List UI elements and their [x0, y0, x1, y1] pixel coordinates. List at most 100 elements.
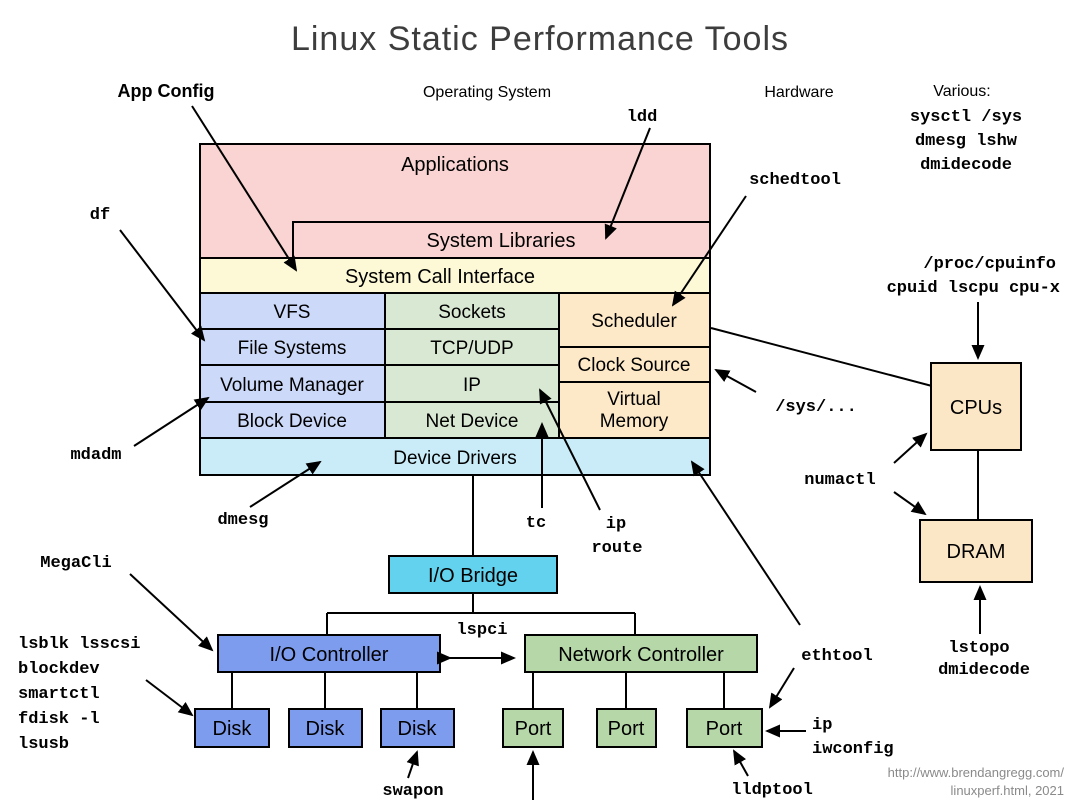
arrow-dmesg-to-device-drivers — [249, 460, 322, 508]
arrow-schedtool-to-scheduler — [671, 195, 747, 307]
label-disk-2: Disk — [306, 718, 346, 740]
tool-label-sys-path: /sys/... — [775, 398, 857, 417]
arrow-ip-route-to-ip — [539, 388, 601, 511]
section-label-app-config: App Config — [118, 81, 215, 101]
disk-box-2 — [288, 708, 363, 748]
labels: Linux Static Performance Tools App Confi… — [18, 20, 1064, 801]
section-label-various: Various: — [933, 83, 991, 100]
connectors — [231, 327, 979, 709]
tool-label-proc-cpuinfo: /proc/cpuinfo — [923, 255, 1056, 274]
tool-label-tc: tc — [526, 514, 546, 533]
arrow-ethtool-to-port-3 — [768, 667, 795, 709]
port-box-2 — [596, 708, 657, 748]
arrow-lldptool-to-port-3 — [733, 749, 749, 777]
arrow-megacli-to-io-controller — [129, 573, 214, 652]
tool-label-dmesg: dmesg — [217, 511, 268, 530]
label-ip: IP — [463, 375, 481, 396]
label-system-libraries: System Libraries — [427, 230, 576, 252]
label-port-3: Port — [706, 718, 743, 740]
arrow-mdadm-to-volume-manager — [133, 396, 210, 447]
label-block-device: Block Device — [237, 411, 347, 432]
arrow-ldd-to-system-libraries — [604, 127, 651, 240]
tool-label-ip-iwconfig-line2: iwconfig — [812, 740, 894, 759]
tool-label-lsusb: lsusb — [18, 735, 69, 754]
label-vfs: VFS — [274, 302, 311, 323]
tool-label-blockdev: blockdev — [18, 660, 100, 679]
tool-label-lsblk-lsscsi: lsblk lsscsi — [18, 635, 140, 654]
tool-label-megacli: MegaCli — [40, 554, 111, 573]
label-dram: DRAM — [947, 541, 1006, 563]
label-scheduler: Scheduler — [591, 311, 677, 332]
label-sockets: Sockets — [438, 302, 506, 323]
arrow-app-config-to-syscall — [191, 105, 298, 272]
volume-manager-box — [199, 364, 386, 403]
virtual-memory-box — [558, 381, 711, 439]
label-net-device: Net Device — [426, 411, 519, 432]
footer-url-line1: http://www.brendangregg.com/ — [888, 765, 1065, 780]
label-port-1: Port — [515, 718, 552, 740]
io-bridge-box — [388, 555, 558, 594]
network-controller-box — [524, 634, 758, 673]
tool-label-lldptool: lldptool — [731, 781, 813, 800]
section-label-hardware: Hardware — [764, 84, 833, 101]
tool-label-numactl: numactl — [804, 471, 875, 490]
tool-label-smartctl: smartctl — [18, 685, 100, 704]
ip-box — [384, 364, 560, 403]
arrow-disk-tools-to-disk-1 — [145, 679, 194, 717]
arrow-numactl-to-dram — [893, 491, 927, 516]
arrows — [119, 105, 987, 800]
os-stack — [199, 143, 711, 476]
tool-label-ip-route-line2: route — [591, 539, 642, 558]
label-file-systems: File Systems — [238, 338, 347, 359]
io-controller-box — [217, 634, 441, 673]
tool-label-schedtool: schedtool — [749, 171, 841, 190]
system-libraries-box — [292, 221, 711, 259]
tool-label-ip-route-line1: ip — [606, 515, 626, 534]
label-network-controller: Network Controller — [558, 644, 724, 666]
tool-label-lstopo: lstopo — [948, 639, 1009, 658]
arrow-numactl-to-cpus — [893, 432, 928, 464]
arrow-df-to-file-systems — [119, 229, 206, 342]
arrow-sys-to-clock-source — [714, 369, 757, 393]
label-clock-source: Clock Source — [578, 355, 691, 376]
tool-label-ldd: ldd — [627, 108, 658, 127]
label-virtual-memory-line2: Memory — [600, 411, 669, 432]
tool-label-swapon: swapon — [382, 782, 443, 801]
label-cpus: CPUs — [950, 397, 1002, 419]
tool-label-dmidecode-various: dmidecode — [920, 156, 1012, 175]
tool-label-ip-iwconfig-line1: ip — [812, 716, 832, 735]
disk-box-3 — [380, 708, 455, 748]
tool-label-fdisk: fdisk -l — [18, 710, 100, 729]
label-device-drivers: Device Drivers — [393, 448, 517, 469]
port-box-3 — [686, 708, 763, 748]
page-title: Linux Static Performance Tools — [291, 20, 789, 58]
label-disk-1: Disk — [213, 718, 253, 740]
tool-label-ethtool: ethtool — [801, 647, 872, 666]
tool-label-mdadm: mdadm — [70, 446, 121, 465]
tool-label-sysctl-sys: sysctl /sys — [910, 108, 1022, 127]
disk-box-1 — [194, 708, 270, 748]
dram-box — [919, 519, 1033, 583]
label-volume-manager: Volume Manager — [220, 375, 364, 396]
label-virtual-memory-line1: Virtual — [607, 389, 661, 410]
line-scheduler-to-cpus — [710, 327, 933, 387]
cpus-box — [930, 362, 1022, 451]
hardware-boxes — [194, 362, 1033, 748]
tool-label-dmidecode-dram: dmidecode — [938, 661, 1030, 680]
sockets-box — [384, 292, 560, 330]
tool-label-lspci: lspci — [456, 621, 507, 640]
label-disk-3: Disk — [398, 718, 438, 740]
tool-label-df: df — [90, 206, 110, 225]
tool-label-cpuid-lscpu: cpuid lscpu cpu-x — [887, 279, 1060, 298]
label-port-2: Port — [608, 718, 645, 740]
label-tcp-udp: TCP/UDP — [430, 338, 513, 359]
arrow-swapon-to-disk-3 — [406, 750, 419, 779]
label-io-controller: I/O Controller — [270, 644, 389, 666]
device-drivers-box — [199, 437, 711, 476]
label-system-call-interface: System Call Interface — [345, 266, 535, 288]
label-io-bridge: I/O Bridge — [428, 565, 518, 587]
footer-url-line2: linuxperf.html, 2021 — [951, 783, 1064, 798]
tool-label-dmesg-lshw: dmesg lshw — [915, 132, 1018, 151]
